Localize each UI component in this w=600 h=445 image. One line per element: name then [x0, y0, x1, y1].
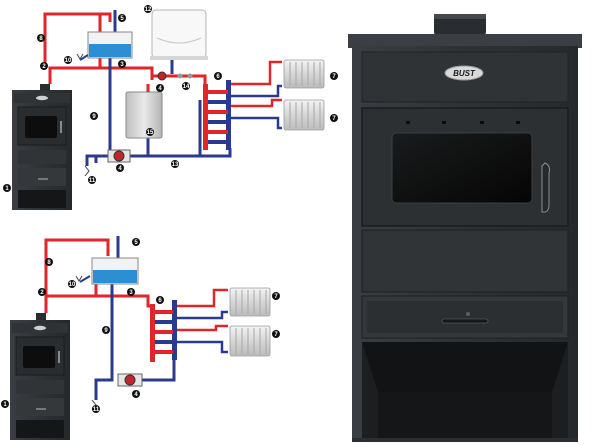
- marker-4-c: 4: [132, 390, 140, 398]
- diagram-basic: [10, 236, 271, 440]
- svg-text:4: 4: [134, 392, 138, 398]
- circulation-pump-top: [107, 149, 131, 163]
- svg-text:13: 13: [172, 162, 179, 168]
- svg-text:1: 1: [3, 402, 7, 408]
- marker-10-bottom: 10: [68, 280, 76, 288]
- valve-icon: [75, 275, 91, 283]
- small-stove-top: [12, 84, 72, 210]
- marker-9-bottom: 9: [102, 326, 110, 334]
- svg-text:4: 4: [118, 166, 122, 172]
- svg-text:8: 8: [47, 260, 51, 266]
- marker-1-top: 1: [3, 184, 11, 192]
- svg-text:7: 7: [332, 74, 336, 80]
- pump-icon: [157, 71, 167, 81]
- marker-12: 12: [144, 5, 152, 13]
- svg-text:10: 10: [69, 282, 76, 288]
- air-vents: [406, 121, 520, 124]
- marker-4-b: 4: [116, 164, 124, 172]
- svg-text:BUST: BUST: [453, 69, 476, 78]
- diagram-with-gas-boiler: [12, 9, 325, 210]
- door-handle-icon: [541, 162, 550, 213]
- radiator-bottom-lower: [229, 325, 271, 357]
- svg-text:5: 5: [120, 16, 124, 22]
- svg-text:15: 15: [147, 130, 154, 136]
- svg-text:11: 11: [93, 407, 100, 413]
- expansion-tank-top: [87, 31, 133, 59]
- marker-7-a: 7: [330, 72, 338, 80]
- large-stove-top-plate: [348, 34, 582, 48]
- marker-15: 15: [146, 128, 154, 136]
- drain-valve-icon: [84, 165, 90, 177]
- svg-text:7: 7: [274, 332, 278, 338]
- marker-2-top: 2: [40, 62, 48, 70]
- marker-10-top: 10: [64, 56, 72, 64]
- small-stove-bottom: [10, 313, 70, 440]
- marker-5-bottom: 5: [132, 238, 140, 246]
- drawer-handle-icon: [441, 318, 489, 324]
- circulation-pump-bottom: [117, 373, 143, 387]
- svg-text:9: 9: [92, 114, 96, 120]
- marker-3-top: 3: [118, 60, 126, 68]
- expansion-tank-bottom: [91, 257, 139, 285]
- svg-text:5: 5: [134, 240, 138, 246]
- marker-8-bottom: 8: [45, 258, 53, 266]
- marker-11-bottom: 11: [92, 405, 100, 413]
- marker-1-bottom: 1: [1, 400, 9, 408]
- marker-11-top: 11: [88, 176, 96, 184]
- marker-8-top: 8: [37, 34, 45, 42]
- svg-text:1: 1: [5, 186, 9, 192]
- svg-text:2: 2: [42, 64, 46, 70]
- supply-pipe-bottom: [44, 282, 98, 313]
- svg-text:4: 4: [158, 86, 162, 92]
- marker-7-c: 7: [272, 292, 280, 300]
- large-stove-flue-collar: [434, 14, 486, 36]
- marker-9-top: 9: [90, 112, 98, 120]
- svg-text:2: 2: [40, 290, 44, 296]
- svg-text:10: 10: [65, 58, 72, 64]
- svg-text:11: 11: [89, 178, 96, 184]
- radiator-top-upper: [283, 59, 325, 89]
- manifold-bottom: [150, 300, 177, 362]
- buffer-tank: [125, 91, 163, 139]
- svg-text:6: 6: [158, 298, 162, 304]
- valve-icon: [76, 53, 89, 61]
- svg-text:6: 6: [216, 74, 220, 80]
- marker-3-bottom: 3: [127, 288, 135, 296]
- radiator-bottom-upper: [229, 287, 271, 317]
- marker-14: 14: [182, 82, 190, 90]
- number-markers: 1 2 8 5 3 10 9 12 4 14 15 13 4 11 6 7 7 …: [1, 5, 338, 413]
- brand-logo-large: BUST: [444, 65, 484, 81]
- svg-text:7: 7: [332, 116, 336, 122]
- svg-text:12: 12: [145, 7, 152, 13]
- marker-5-top: 5: [118, 14, 126, 22]
- marker-4-a: 4: [156, 84, 164, 92]
- large-stove: BUST: [348, 14, 582, 442]
- large-stove-glass: [391, 132, 533, 204]
- marker-13: 13: [171, 160, 179, 168]
- marker-6-bottom: 6: [156, 296, 164, 304]
- svg-text:7: 7: [274, 294, 278, 300]
- radiator-top-lower: [283, 99, 325, 131]
- svg-text:3: 3: [129, 290, 133, 296]
- marker-6-top: 6: [214, 72, 222, 80]
- svg-text:3: 3: [120, 62, 124, 68]
- svg-text:8: 8: [39, 36, 43, 42]
- gas-boiler: [150, 9, 208, 60]
- marker-7-d: 7: [272, 330, 280, 338]
- marker-2-bottom: 2: [38, 288, 46, 296]
- manifold-top: [203, 80, 231, 150]
- svg-text:14: 14: [183, 84, 190, 90]
- svg-text:9: 9: [104, 328, 108, 334]
- marker-7-b: 7: [330, 114, 338, 122]
